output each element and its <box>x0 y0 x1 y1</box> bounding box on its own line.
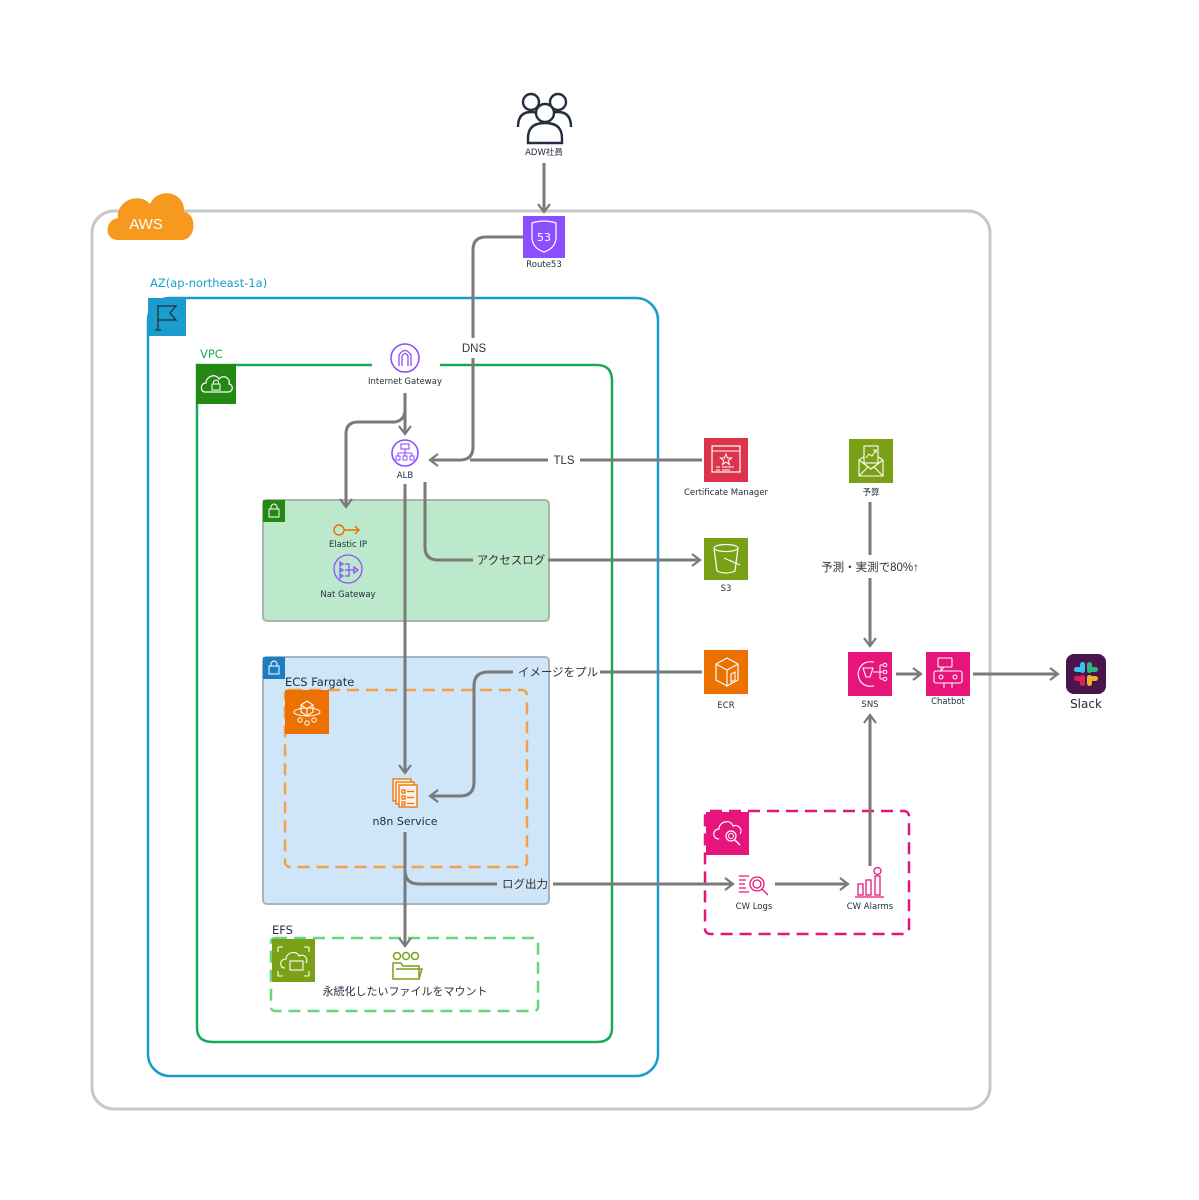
certificate-manager-icon <box>704 438 748 482</box>
alb-node[interactable]: ALB <box>391 439 419 481</box>
n8n-service-label: n8n Service <box>372 815 437 828</box>
alb-label: ALB <box>397 471 414 481</box>
cw-alarms-icon <box>855 866 884 898</box>
edge-label-tls: TLS <box>553 455 574 467</box>
ecs-service-icon <box>392 778 418 808</box>
cloudwatch-group <box>703 809 911 936</box>
edge-label-log-output: ログ出力 <box>502 877 548 891</box>
public-subnet-lock-icon <box>263 500 285 522</box>
fargate-icon <box>285 690 329 734</box>
route53-node[interactable]: 53 Route53 <box>523 216 565 270</box>
s3-bucket-icon <box>704 538 748 580</box>
route53-icon: 53 <box>523 216 565 258</box>
aws-cloud-badge: AWS <box>107 193 194 240</box>
slack-node[interactable]: Slack <box>1066 654 1106 711</box>
budget-label: 予算 <box>862 487 880 498</box>
ecr-label: ECR <box>717 701 734 711</box>
edge-ecr-n8n <box>430 670 702 796</box>
n8n-service-node[interactable]: n8n Service <box>372 778 438 828</box>
edge-label-access-log: アクセスログ <box>477 553 546 567</box>
load-balancer-icon <box>391 439 419 467</box>
elastic-ip-label: Elastic IP <box>329 540 367 550</box>
internet-gateway-label: Internet Gateway <box>368 377 442 387</box>
elastic-ip-node[interactable]: Elastic IP <box>329 524 367 550</box>
cw-logs-icon <box>739 875 769 896</box>
nat-gateway-label: Nat Gateway <box>320 590 375 600</box>
vpc-group <box>195 363 614 1044</box>
certificate-manager-node[interactable]: Certificate Manager <box>684 438 769 498</box>
ecr-node[interactable]: ECR <box>704 650 748 711</box>
users-icon <box>516 92 573 145</box>
s3-label: S3 <box>721 584 732 594</box>
budget-node[interactable]: 予算 <box>849 439 893 498</box>
az-label: AZ(ap-northeast-1a) <box>150 276 267 290</box>
budgets-icon <box>849 439 893 483</box>
edge-label-budget-alert: 予測・実測で80%↑ <box>821 560 919 574</box>
cw-logs-label: CW Logs <box>736 902 773 912</box>
nat-gateway-node[interactable]: Nat Gateway <box>320 554 376 600</box>
users-node[interactable]: ADW社員 <box>516 92 573 158</box>
edge-label-dns: DNS <box>462 343 487 355</box>
users-label: ADW社員 <box>525 147 563 158</box>
cw-alarms-node[interactable]: CW Alarms <box>847 866 894 913</box>
availability-zone-group <box>146 296 660 1078</box>
sns-node[interactable]: SNS <box>848 652 892 710</box>
efs-icon <box>272 939 315 982</box>
edge-route53-alb <box>430 235 523 460</box>
efs-label: EFS <box>272 923 293 937</box>
elastic-ip-icon <box>333 524 360 536</box>
vpc-cloud-lock-icon <box>196 364 236 404</box>
vpc-label: VPC <box>200 347 223 361</box>
edge-label-image-pull: イメージをプル <box>518 666 598 679</box>
chatbot-label: Chatbot <box>931 697 965 707</box>
certificate-manager-label: Certificate Manager <box>684 488 769 498</box>
route53-label: Route53 <box>526 260 562 270</box>
cloudwatch-icon <box>706 812 749 855</box>
edge-igw-eip <box>339 409 407 509</box>
cw-alarms-label: CW Alarms <box>847 902 894 912</box>
edge-alb-s3 <box>423 482 700 560</box>
efs-mount-node[interactable]: 永続化したいファイルをマウント <box>323 951 488 999</box>
slack-label: Slack <box>1070 697 1102 711</box>
chatbot-node[interactable]: Chatbot <box>926 652 970 707</box>
s3-node[interactable]: S3 <box>704 538 748 594</box>
edge-n8n-cwlogs <box>403 869 733 884</box>
ecr-icon <box>704 650 748 694</box>
ecs-fargate-label: ECS Fargate <box>285 675 354 689</box>
sns-icon <box>848 652 892 696</box>
private-subnet-lock-icon <box>263 657 285 679</box>
svg-text:53: 53 <box>537 231 551 244</box>
chatbot-icon <box>926 652 970 696</box>
nat-gateway-icon <box>333 554 363 584</box>
slack-logo-icon <box>1066 654 1106 694</box>
aws-label: AWS <box>129 216 163 233</box>
file-folder-icon <box>392 951 424 980</box>
internet-gateway-node[interactable]: Internet Gateway <box>368 340 442 390</box>
az-flag-icon <box>148 298 186 336</box>
sns-label: SNS <box>861 700 878 710</box>
internet-gateway-icon <box>390 343 420 373</box>
efs-mount-label: 永続化したいファイルをマウント <box>323 984 488 998</box>
cw-logs-node[interactable]: CW Logs <box>736 875 773 912</box>
efs-group <box>269 936 540 1013</box>
